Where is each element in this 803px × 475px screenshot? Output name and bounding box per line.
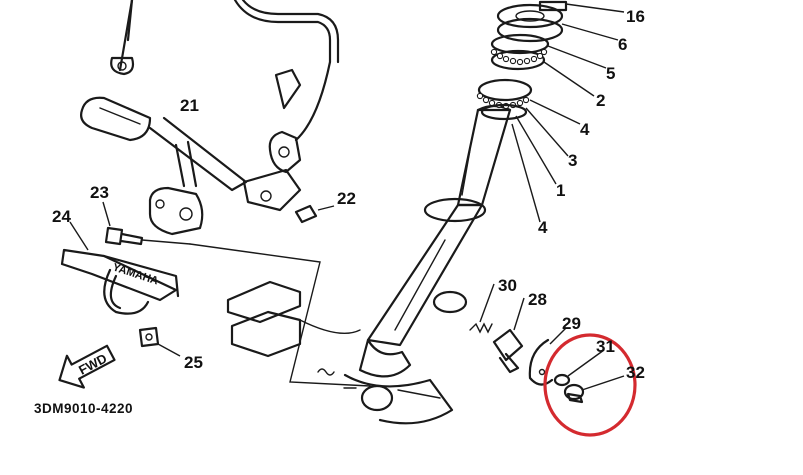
callout-4-upper: 4 (580, 120, 590, 139)
part-31-washer (553, 349, 605, 387)
fwd-arrow: FWD (58, 344, 116, 389)
part-28-lock (492, 297, 525, 374)
callout-16: 16 (626, 7, 645, 26)
highlight-circle (543, 333, 637, 437)
callout-22: 22 (337, 189, 356, 208)
bracket-pipe (110, 0, 340, 174)
part-22-clip (294, 204, 335, 224)
lower-bracket (189, 243, 371, 389)
callout-1: 1 (556, 181, 565, 200)
callout-21: 21 (180, 96, 199, 115)
callout-30: 30 (498, 276, 517, 295)
part-21-stay (80, 96, 302, 236)
callout-4-lower: 4 (538, 218, 548, 237)
callout-31: 31 (596, 337, 615, 356)
part-25-screw (138, 326, 181, 357)
part-23-bolt (102, 201, 191, 246)
callout-28: 28 (528, 290, 547, 309)
diagram-code: 3DM9010-4220 (34, 401, 133, 416)
callout-29: 29 (562, 314, 581, 333)
bearing-stack (476, 0, 625, 223)
fwd-label: FWD (76, 351, 109, 378)
callout-23: 23 (90, 183, 109, 202)
part-32-plug (563, 375, 625, 404)
callout-3: 3 (568, 151, 577, 170)
part-30-spring (432, 283, 495, 334)
steering-stem (343, 104, 512, 425)
callout-labels: 16 6 5 2 4 3 1 4 21 22 23 24 25 30 28 29… (34, 7, 645, 416)
callout-5: 5 (606, 64, 615, 83)
callout-2: 2 (596, 91, 605, 110)
callout-6: 6 (618, 35, 627, 54)
callout-24: 24 (52, 207, 71, 226)
callout-25: 25 (184, 353, 203, 372)
callout-32: 32 (626, 363, 645, 382)
part-24-emblem: YAMAHA (60, 221, 180, 315)
